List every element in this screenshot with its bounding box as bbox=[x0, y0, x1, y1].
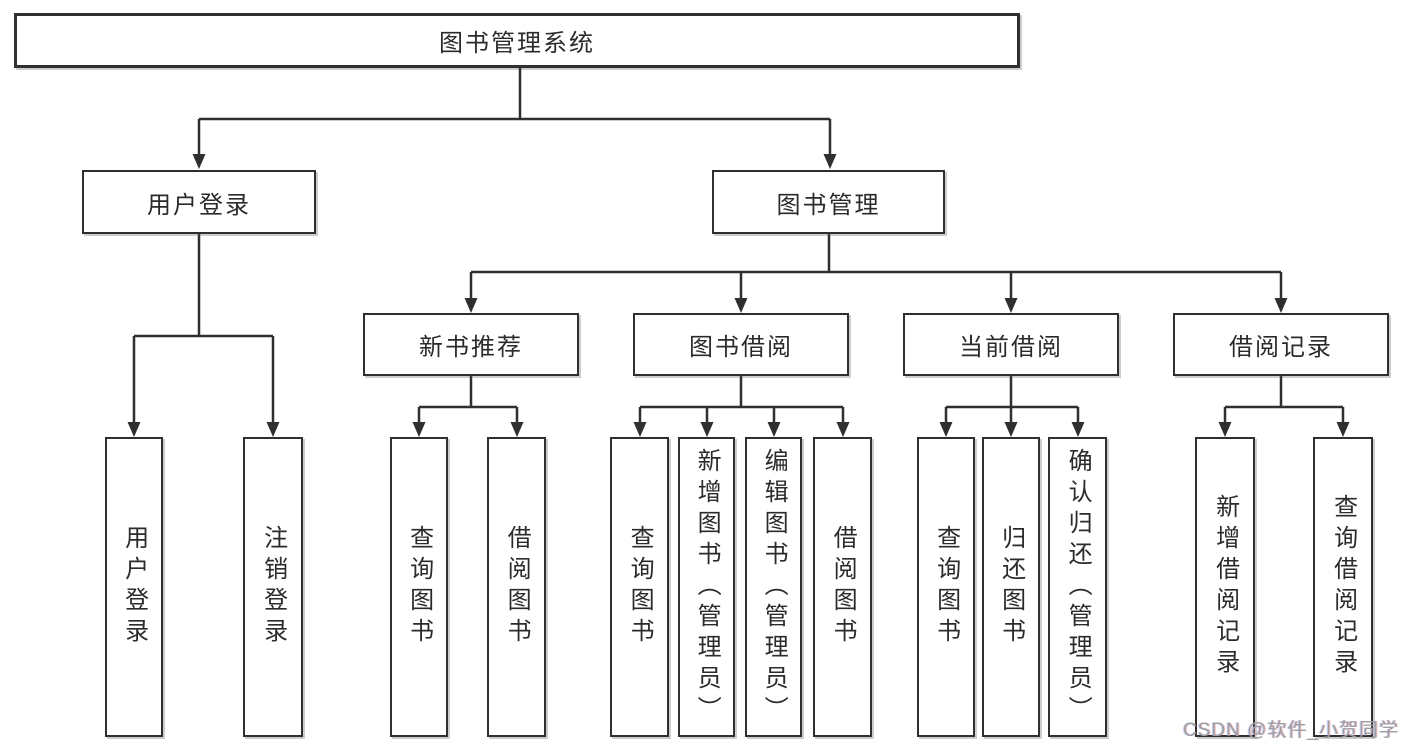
leaf-borrow-books-2: 借阅图书 bbox=[813, 437, 872, 737]
node-current-borrow-label: 当前借阅 bbox=[959, 334, 1063, 361]
leaf-label: 归还图书 bbox=[997, 525, 1025, 649]
node-book-borrow-label: 图书借阅 bbox=[689, 334, 793, 361]
leaf-label: 查询图书 bbox=[932, 525, 960, 649]
leaf-label: 用户登录 bbox=[120, 525, 148, 649]
leaf-borrow-books-1: 借阅图书 bbox=[487, 437, 546, 737]
leaf-label: 借阅图书 bbox=[829, 525, 857, 649]
leaf-edit-books-admin: 编辑图书（管理员） bbox=[745, 437, 802, 737]
leaf-label: 借阅图书 bbox=[503, 525, 531, 649]
leaf-query-books-1: 查询图书 bbox=[390, 437, 448, 737]
leaf-user-login: 用户登录 bbox=[105, 437, 163, 737]
node-root-label: 图书管理系统 bbox=[439, 30, 595, 57]
leaf-query-books-3: 查询图书 bbox=[917, 437, 975, 737]
leaf-label: 注销登录 bbox=[259, 525, 287, 649]
node-new-book-recommend: 新书推荐 bbox=[363, 313, 579, 376]
leaf-label: 查询借阅记录 bbox=[1329, 494, 1357, 680]
leaf-logout: 注销登录 bbox=[243, 437, 303, 737]
node-book-management-label: 图书管理 bbox=[776, 191, 881, 219]
leaf-query-books-2: 查询图书 bbox=[610, 437, 669, 737]
leaf-add-borrow-record: 新增借阅记录 bbox=[1195, 437, 1255, 737]
leaf-label: 新增图书（管理员） bbox=[693, 447, 721, 727]
leaf-query-borrow-record: 查询借阅记录 bbox=[1313, 437, 1373, 737]
node-new-book-recommend-label: 新书推荐 bbox=[419, 334, 523, 361]
node-user-login-label: 用户登录 bbox=[147, 191, 251, 219]
arrowhead-icons bbox=[127, 154, 1350, 437]
leaf-label: 查询图书 bbox=[405, 525, 433, 649]
node-borrow-records: 借阅记录 bbox=[1173, 313, 1389, 376]
leaf-confirm-return-admin: 确认归还（管理员） bbox=[1048, 437, 1107, 737]
node-user-login: 用户登录 bbox=[82, 170, 316, 234]
leaf-return-books: 归还图书 bbox=[982, 437, 1040, 737]
csdn-watermark: CSDN @软件_小贺同学 bbox=[1183, 720, 1399, 741]
node-current-borrow: 当前借阅 bbox=[903, 313, 1119, 376]
leaf-add-books-admin: 新增图书（管理员） bbox=[678, 437, 735, 737]
leaf-label: 查询图书 bbox=[626, 525, 654, 649]
node-book-borrow: 图书借阅 bbox=[633, 313, 849, 376]
leaf-label: 确认归还（管理员） bbox=[1064, 447, 1092, 727]
leaf-label: 编辑图书（管理员） bbox=[760, 447, 788, 727]
node-borrow-records-label: 借阅记录 bbox=[1229, 334, 1333, 361]
node-root: 图书管理系统 bbox=[14, 13, 1020, 68]
leaf-label: 新增借阅记录 bbox=[1211, 494, 1239, 680]
node-book-management: 图书管理 bbox=[712, 170, 945, 234]
